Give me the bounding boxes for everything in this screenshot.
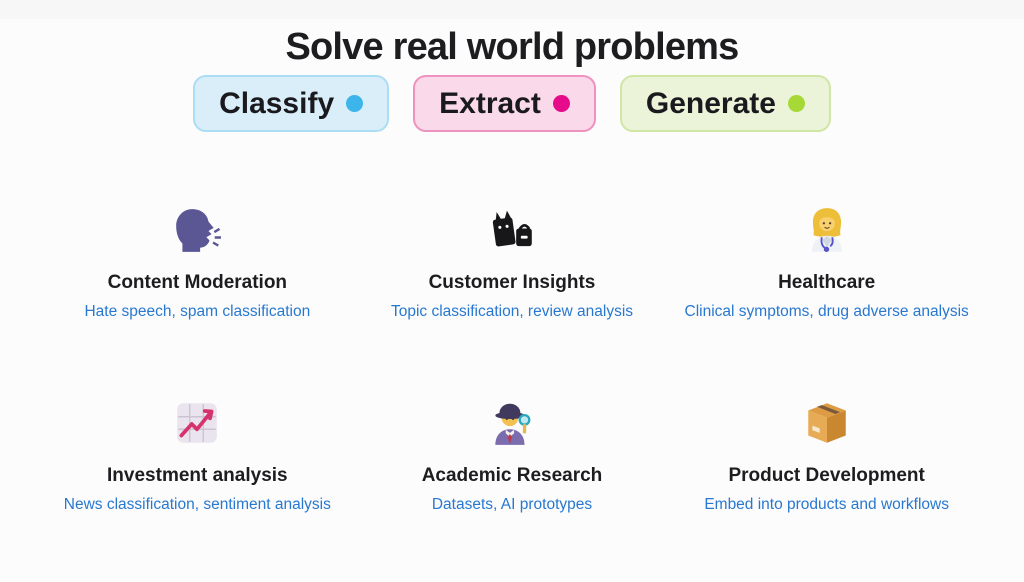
package-icon xyxy=(802,398,852,448)
use-case-product-development: Product Development Embed into products … xyxy=(669,398,984,515)
use-case-title: Content Moderation xyxy=(107,272,288,293)
top-strip xyxy=(0,0,1024,19)
page-title: Solve real world problems xyxy=(285,26,739,68)
use-case-title: Product Development xyxy=(728,465,925,486)
use-case-academic-research: Academic Research Datasets, AI prototype… xyxy=(355,398,670,515)
classify-badge[interactable]: Classify xyxy=(193,75,390,132)
chart-increasing-icon xyxy=(172,398,222,448)
use-case-subtitle: News classification, sentiment analysis xyxy=(63,496,331,513)
green-dot-icon xyxy=(787,95,805,112)
classify-badge-label: Classify xyxy=(219,86,335,120)
use-case-subtitle: Datasets, AI prototypes xyxy=(431,496,593,513)
magenta-dot-icon xyxy=(552,95,570,112)
speaking-head-icon xyxy=(172,205,222,255)
use-case-investment-analysis: Investment analysis News classification,… xyxy=(40,398,355,515)
use-case-title: Customer Insights xyxy=(428,272,596,293)
use-case-title: Healthcare xyxy=(778,272,876,293)
blue-dot-icon xyxy=(346,95,364,112)
detective-icon xyxy=(487,398,537,448)
use-case-subtitle: Embed into products and workflows xyxy=(704,496,949,513)
use-case-healthcare: Healthcare Clinical symptoms, drug adver… xyxy=(669,205,984,322)
shopping-bags-icon xyxy=(487,205,537,255)
generate-badge-label: Generate xyxy=(645,86,776,120)
use-case-subtitle: Topic classification, review analysis xyxy=(390,303,634,320)
use-case-customer-insights: Customer Insights Topic classification, … xyxy=(355,205,670,322)
use-case-subtitle: Hate speech, spam classification xyxy=(84,303,311,320)
generate-badge[interactable]: Generate xyxy=(619,75,831,132)
extract-badge-label: Extract xyxy=(439,86,541,120)
extract-badge[interactable]: Extract xyxy=(413,75,596,132)
use-case-subtitle: Clinical symptoms, drug adverse analysis xyxy=(684,303,969,320)
health-worker-icon xyxy=(802,205,852,255)
use-case-content-moderation: Content Moderation Hate speech, spam cla… xyxy=(40,205,355,322)
use-case-title: Academic Research xyxy=(421,465,603,486)
use-case-title: Investment analysis xyxy=(107,465,288,486)
capability-badges-row: Classify Extract Generate xyxy=(0,75,1024,132)
use-case-grid: Content Moderation Hate speech, spam cla… xyxy=(40,205,984,515)
